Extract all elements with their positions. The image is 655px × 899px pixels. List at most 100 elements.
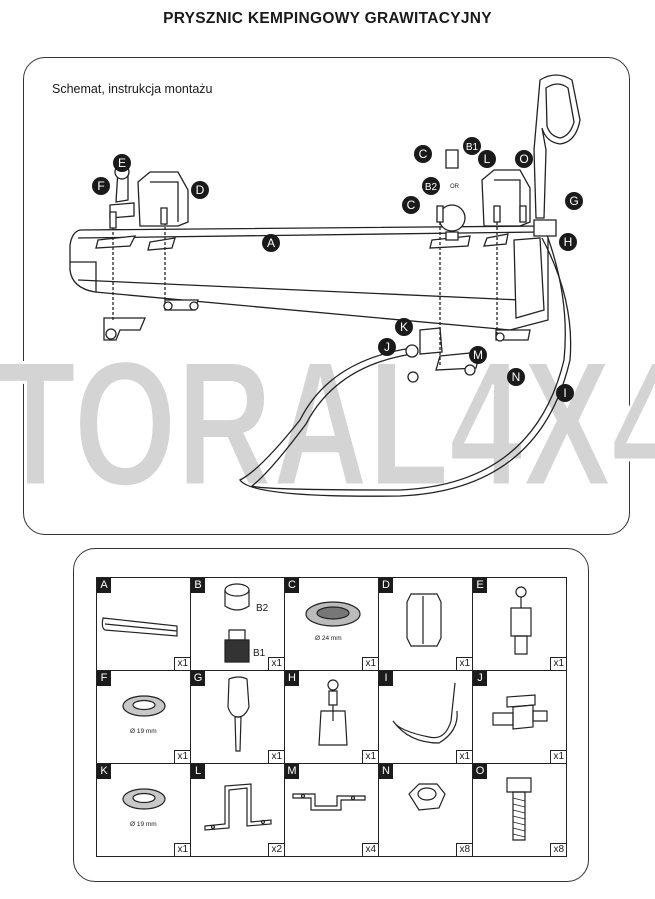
callout-f: F [92, 177, 110, 195]
part-qty: x1 [550, 750, 566, 763]
callout-o: O [515, 150, 533, 168]
gasket-icon [122, 695, 166, 717]
part-qty: x1 [456, 750, 472, 763]
part-cell-g: G x1 [191, 671, 285, 764]
shower-head-drawing [533, 74, 581, 219]
part-qty: x8 [550, 843, 566, 856]
watermark: TORAL4X4 [0, 340, 655, 495]
part-label: A [97, 578, 111, 593]
part-label: E [473, 578, 487, 593]
part-cell-i: I x1 [379, 671, 473, 764]
svg-text:O: O [519, 152, 528, 166]
part-note: Ø 19 mm [130, 821, 157, 828]
part-label: D [379, 578, 393, 593]
bolt-icon [506, 777, 532, 841]
part-label: J [473, 671, 487, 686]
part-label: G [191, 671, 205, 686]
part-cell-k: K Ø 19 mm x1 [97, 764, 191, 857]
bracket-left [137, 171, 189, 227]
sublabel-b1: B1 [253, 648, 266, 659]
part-label: B [191, 578, 205, 593]
svg-text:C: C [407, 198, 416, 212]
valve-icon [510, 586, 532, 655]
gasket-icon [122, 788, 166, 810]
part-cell-d: D x1 [379, 578, 473, 671]
part-cell-l: L x2 [191, 764, 285, 857]
part-cell-m: M x4 [285, 764, 379, 857]
svg-text:J: J [384, 340, 390, 354]
svg-text:D: D [196, 183, 205, 197]
part-qty: x1 [174, 843, 190, 856]
parts-grid: A x1 B B2 B1 x1 C Ø 24 mm x1 D x1 E x1 [96, 577, 567, 857]
part-cell-a: A x1 [97, 578, 191, 671]
tank-icon [101, 617, 178, 637]
svg-text:E: E [118, 156, 126, 170]
part-note: Ø 19 mm [130, 728, 157, 735]
sublabel-b2: B2 [256, 603, 269, 614]
connector-icon [224, 583, 250, 663]
part-qty: x1 [174, 657, 190, 670]
part-cell-o: O x8 [473, 764, 567, 857]
svg-text:K: K [400, 320, 408, 334]
callout-k: K [395, 318, 413, 336]
callout-g: G [565, 192, 583, 210]
part-label: L [191, 764, 205, 779]
part-cell-f: F Ø 19 mm x1 [97, 671, 191, 764]
callout-b2: B2 [422, 177, 440, 195]
callout-b1: B1 [463, 137, 481, 155]
part-qty: x2 [268, 843, 284, 856]
part-cell-e: E x1 [473, 578, 567, 671]
callout-j: J [378, 338, 396, 356]
parts-list-panel: A x1 B B2 B1 x1 C Ø 24 mm x1 D x1 E x1 [73, 548, 589, 882]
svg-text:F: F [97, 179, 104, 193]
svg-text:B1: B1 [466, 142, 479, 153]
part-qty: x1 [268, 657, 284, 670]
part-label: H [285, 671, 299, 686]
callout-a: A [262, 234, 280, 252]
callout-m: M [469, 346, 487, 364]
svg-text:C: C [419, 147, 428, 161]
hex-coupling-icon [406, 593, 442, 647]
callout-e: E [113, 154, 131, 172]
callout-l: L [478, 150, 496, 168]
callout-n: N [507, 368, 525, 386]
svg-text:H: H [564, 235, 573, 249]
assembly-drawing: A B1 B2 C C D E F G H I J K L M N O OR [69, 74, 583, 497]
nut-icon [408, 783, 446, 811]
bracket-icon [204, 783, 272, 831]
part-label: K [97, 764, 111, 779]
part-label: F [97, 671, 111, 686]
part-qty: x1 [268, 750, 284, 763]
hose-icon [392, 682, 458, 744]
hose-drawing [239, 237, 572, 497]
part-note: Ø 24 mm [315, 635, 342, 642]
part-label: N [379, 764, 393, 779]
callout-c-top: C [414, 145, 432, 163]
svg-text:N: N [512, 370, 521, 384]
svg-text:L: L [484, 152, 491, 166]
mounting-plate-icon [292, 793, 366, 811]
part-cell-j: J x1 [473, 671, 567, 764]
part-qty: x1 [362, 750, 378, 763]
callout-d: D [191, 181, 209, 199]
callout-i: I [556, 384, 574, 402]
part-label: M [285, 764, 299, 779]
svg-text:G: G [569, 194, 578, 208]
callout-c-bottom: C [402, 196, 420, 214]
part-cell-h: H x1 [285, 671, 379, 764]
part-label: O [473, 764, 487, 779]
watermark-text: TORAL4X4 [0, 340, 655, 495]
scheme-subtitle: Schemat, instrukcja montażu [52, 82, 213, 96]
svg-text:I: I [563, 386, 566, 400]
shower-holder-icon [318, 679, 348, 746]
shower-head-icon [227, 676, 250, 752]
page-title: PRYSZNIC KEMPINGOWY GRAWITACYJNY [163, 10, 492, 27]
or-label: OR [450, 184, 460, 190]
part-qty: x1 [456, 657, 472, 670]
part-qty: x1 [174, 750, 190, 763]
svg-text:A: A [267, 236, 275, 250]
gasket-mesh-icon [305, 601, 361, 627]
callout-h: H [559, 233, 577, 251]
part-cell-c: C Ø 24 mm x1 [285, 578, 379, 671]
tap-icon [492, 694, 548, 730]
